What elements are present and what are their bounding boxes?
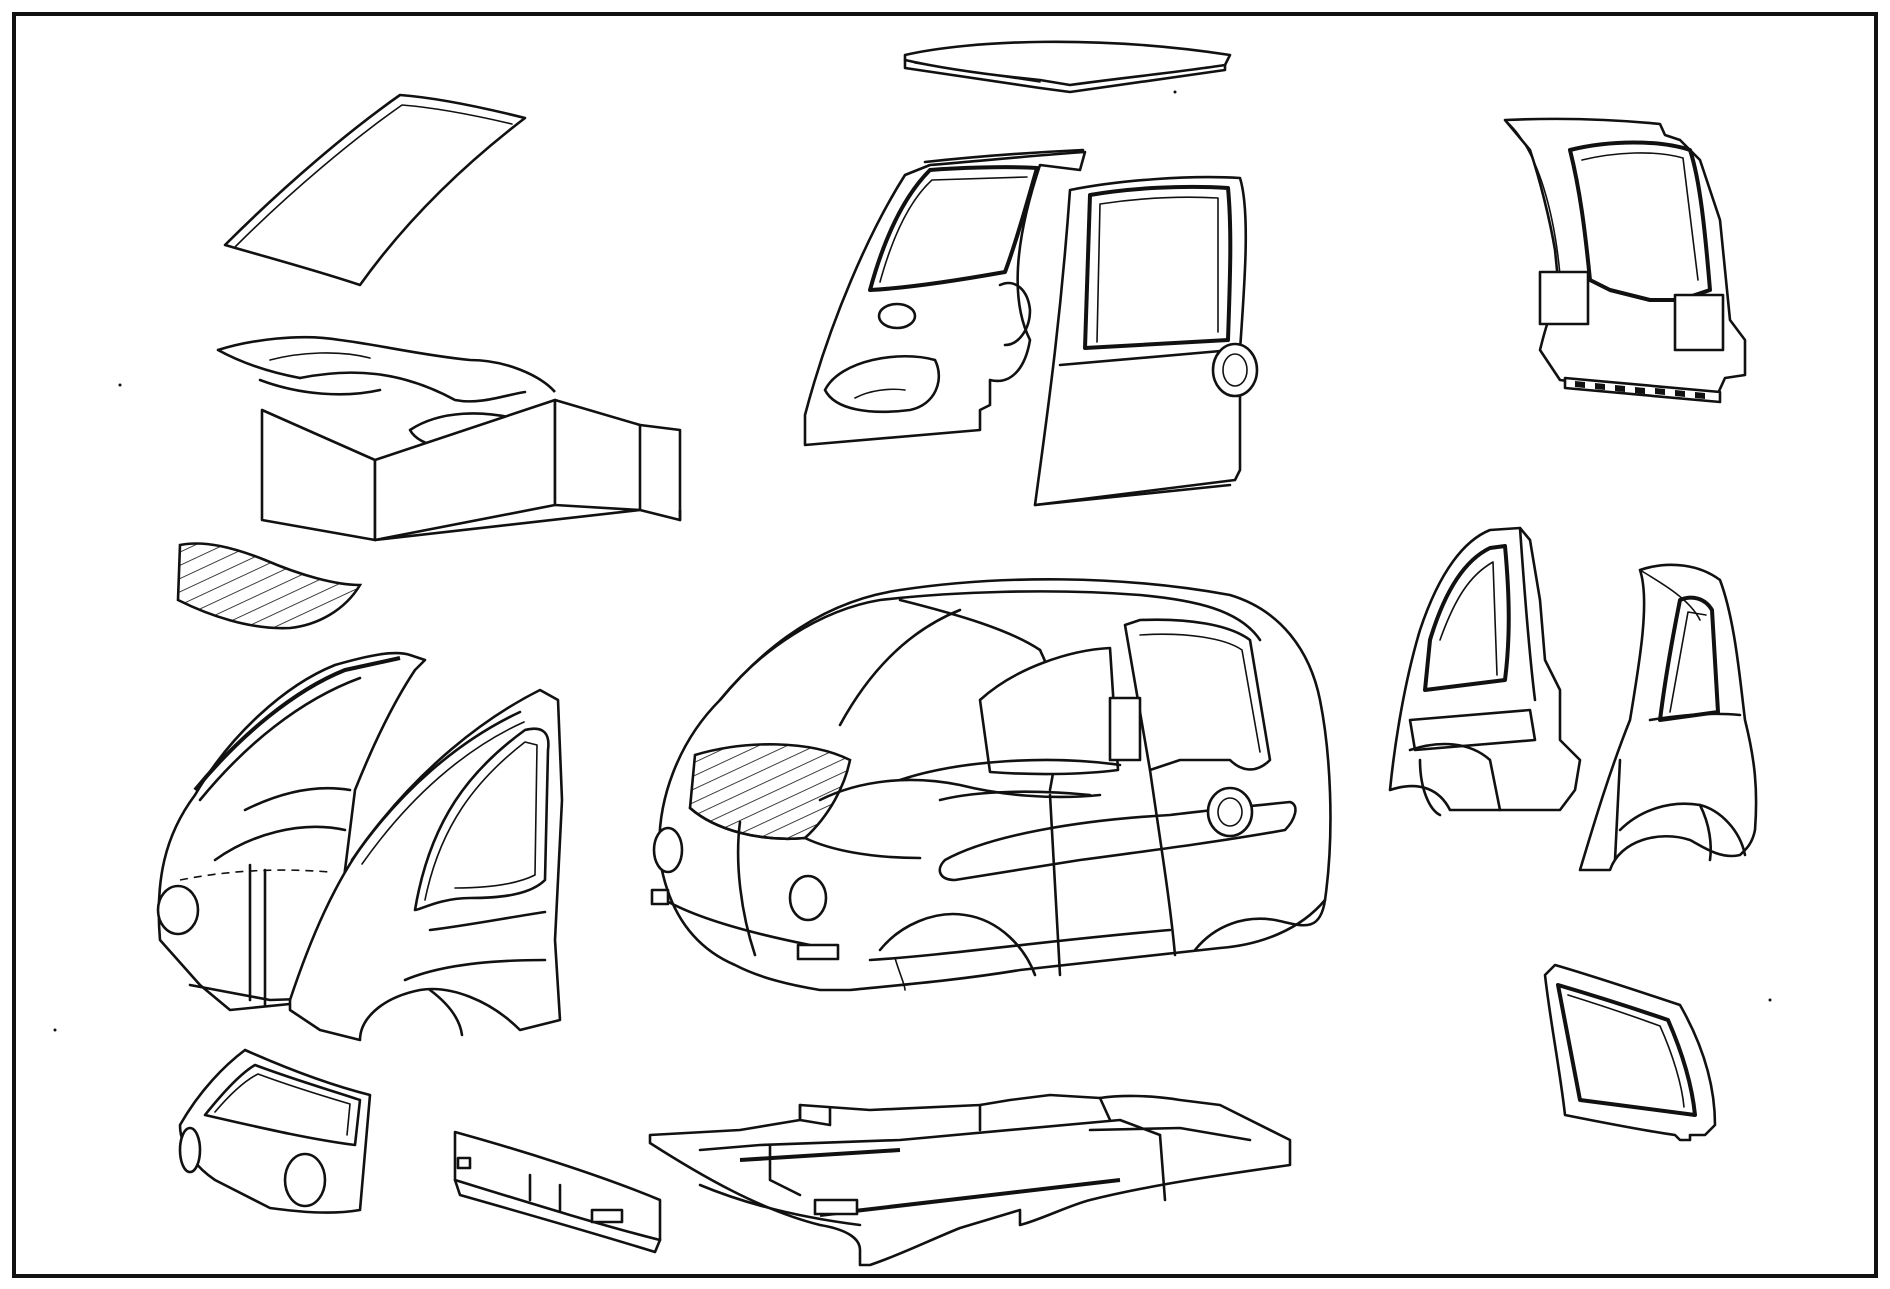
rear-right-quarter [1578,563,1758,872]
front-right-shell [288,688,564,1042]
rear-frame [1503,117,1747,404]
assembled-car [650,578,1332,992]
floor-pan [648,1093,1292,1267]
roof-panel [903,40,1232,94]
front-hatched-panel [176,542,363,630]
rear-window-panel [1543,963,1717,1142]
front-bumper [453,1130,662,1254]
front-door [803,148,1087,447]
scan-specks [53,90,1772,1032]
rear-left-quarter [1388,526,1582,817]
front-cowl-module [216,335,682,542]
windshield-glass [223,93,527,287]
rear-door [1033,175,1259,507]
front-left-shell [156,651,427,1012]
front-hatch [178,1048,372,1214]
diagram-frame [12,12,1878,1278]
